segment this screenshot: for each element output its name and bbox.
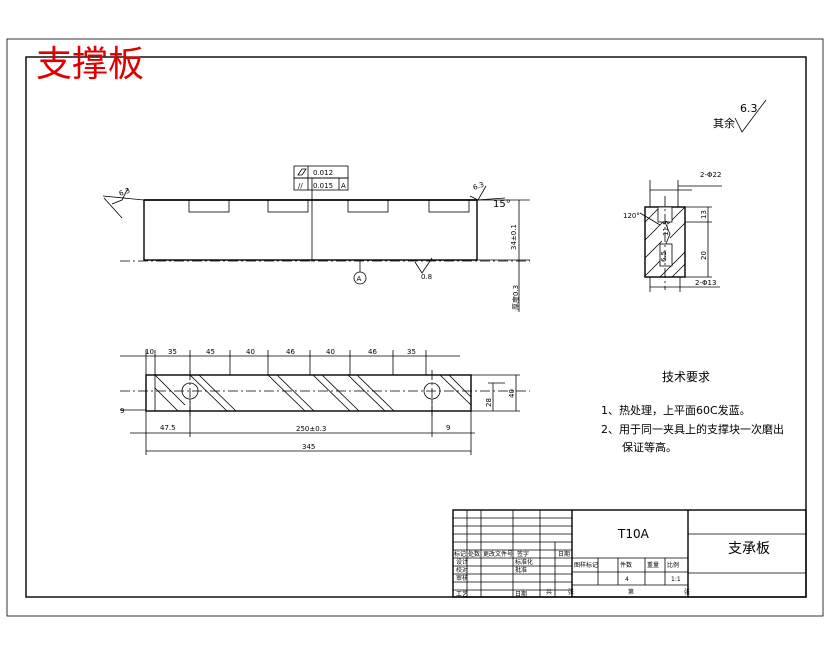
- tech-req-title: 技术要求: [662, 370, 710, 384]
- section-angle: 120°: [623, 212, 640, 220]
- plan-right-gap: 9: [446, 424, 450, 432]
- title-block-change-1: 处数: [468, 550, 480, 558]
- title-block: T10A 支承板 4 1:1 标记 处数 更改文件号 签字 日期 设计 校对 审…: [452, 509, 807, 598]
- plan-left-gap: 9: [120, 407, 124, 415]
- title-block-sheet-3: 张: [684, 588, 690, 596]
- title-block-change-0: 标记: [454, 550, 466, 558]
- roughness-rest-value: 6.3: [740, 102, 758, 115]
- title-block-label-4: 标准化: [515, 558, 533, 566]
- title-block-change-4: 日期: [558, 550, 570, 558]
- roughness-right: 6.3: [472, 181, 485, 192]
- title-block-col-1: 件数: [620, 561, 632, 569]
- height-tol-label: 厚度0.3: [511, 285, 520, 310]
- plan-dim-top-0: 10: [145, 348, 154, 356]
- roughness-bottom: 0.8: [421, 273, 432, 281]
- parallel-value: 0.015: [313, 182, 333, 190]
- plan-left-offset: 47.5: [160, 424, 176, 432]
- plan-dim-top-5: 40: [326, 348, 335, 356]
- plan-view: 10 35 45 40 46 40 46 35 9 47.5 250±0.3 9…: [120, 348, 530, 455]
- section-bottom-holes: 2-Φ13: [695, 279, 716, 287]
- plan-dim-top-2: 45: [206, 348, 215, 356]
- plan-dim-top-1: 35: [168, 348, 177, 356]
- flatness-value: 0.012: [313, 169, 333, 177]
- title-block-change-2: 更改文件号: [483, 550, 513, 558]
- tech-req-item-1: 1、热处理，上平面60C发蓝。: [601, 403, 751, 417]
- technical-requirements: 技术要求 1、热处理，上平面60C发蓝。 2、用于同一夹具上的支撑块一次磨出 保…: [601, 370, 784, 454]
- parallel-datum: A: [341, 182, 346, 190]
- tech-req-item-2: 2、用于同一夹具上的支撑块一次磨出: [601, 422, 784, 436]
- title-block-sheet-1: 张: [568, 588, 574, 596]
- title-block-label-3: 工艺: [456, 590, 468, 598]
- parallel-symbol: //: [298, 182, 303, 190]
- title-block-col-3: 比例: [667, 561, 679, 569]
- title-block-label-5: 批准: [515, 566, 527, 574]
- height-dim: 34±0.1: [510, 224, 518, 250]
- title-block-sheet-2: 第: [628, 588, 634, 596]
- tech-req-item-3: 保证等高。: [622, 440, 677, 454]
- section-view: 2-Φ22 120° 13 20 11.5 6.5 2-Φ13: [623, 171, 722, 292]
- front-view: A 0.8 6.3 6.3 15° 34±0.1 厚度0.3 0.012 // …: [102, 165, 530, 312]
- title-block-quantity: 4: [625, 576, 629, 583]
- title-block-sheet-0: 共: [546, 588, 552, 596]
- title-block-part-name: 支承板: [728, 541, 770, 557]
- angle-right: 15°: [493, 199, 511, 210]
- plan-width: 40: [508, 389, 516, 398]
- section-side-b: 6.5: [660, 251, 668, 262]
- title-block-col-0: 图样标记: [574, 561, 598, 569]
- watermark-title: 支撑板: [36, 44, 144, 85]
- title-block-material: T10A: [617, 527, 650, 541]
- roughness-left: 6.3: [118, 187, 131, 198]
- title-block-label-2: 审核: [456, 574, 468, 582]
- title-block-col-2: 重量: [647, 561, 659, 569]
- plan-dim-top-3: 40: [246, 348, 255, 356]
- datum-label: A: [357, 275, 362, 283]
- section-top-holes: 2-Φ22: [700, 171, 721, 179]
- plan-inner-width: 28: [485, 398, 493, 407]
- roughness-rest-label: 其余: [713, 116, 735, 130]
- section-depth-bottom: 20: [700, 251, 708, 260]
- title-block-label-6: 日期: [515, 590, 527, 598]
- title-block-label-0: 设计: [456, 558, 468, 566]
- plan-dim-top-7: 35: [407, 348, 416, 356]
- section-side-a: 11.5: [662, 220, 670, 236]
- outer-frame: [6, 38, 824, 617]
- roughness-rest-symbol: [734, 99, 767, 133]
- title-block-change-3: 签字: [517, 550, 529, 558]
- title-block-label-1: 校对: [456, 566, 468, 574]
- plan-total-length: 345: [302, 443, 315, 451]
- plan-dim-top-6: 46: [368, 348, 377, 356]
- inner-frame: [25, 56, 807, 598]
- plan-center-span: 250±0.3: [296, 425, 326, 433]
- section-depth-top: 13: [700, 210, 708, 219]
- title-block-scale: 1:1: [671, 576, 681, 583]
- plan-dim-top-4: 46: [286, 348, 295, 356]
